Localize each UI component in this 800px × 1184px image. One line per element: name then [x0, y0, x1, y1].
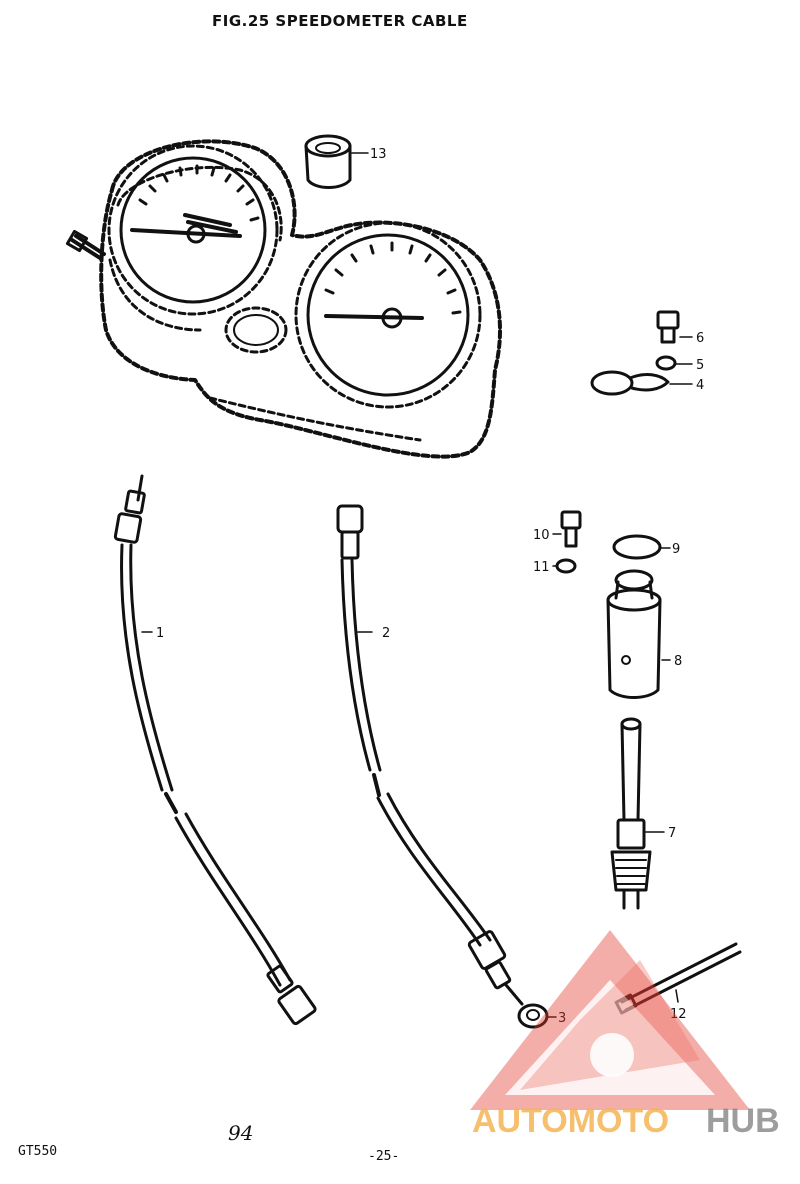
part-4-clamp [590, 370, 693, 396]
callout-10: 10 [533, 528, 550, 543]
part-1-cable [113, 474, 317, 1026]
part-5-washer [655, 355, 693, 371]
callout-5: 5 [696, 358, 704, 373]
callout-2: 2 [382, 626, 390, 641]
part-8-housing [606, 569, 671, 699]
watermark-text-part1: AUTOMOTO [472, 1102, 669, 1140]
callout-6: 6 [696, 331, 704, 346]
part-13-cap [304, 134, 369, 189]
callout-4: 4 [696, 378, 704, 393]
callout-1: 1 [156, 626, 164, 641]
part-3-nut [517, 1003, 557, 1029]
speedometer-dial [306, 233, 470, 397]
part-2-cable [336, 504, 524, 1006]
footer-page-number: -25- [368, 1149, 399, 1164]
watermark-logo [470, 930, 750, 1110]
callout-7: 7 [668, 826, 676, 841]
callout-12: 12 [670, 1007, 687, 1022]
watermark-text-part2: HUB [706, 1102, 780, 1140]
footer-handwritten-number: 94 [228, 1121, 253, 1145]
part-6-bolt [656, 310, 693, 344]
part-7-shaft [610, 717, 665, 910]
instrument-cluster [65, 139, 502, 459]
part-10-bolt [552, 510, 582, 548]
callout-11: 11 [533, 560, 550, 575]
callout-8: 8 [674, 654, 682, 669]
tachometer-dial [119, 156, 267, 304]
callout-13: 13 [370, 147, 387, 162]
callout-3: 3 [558, 1011, 566, 1026]
part-11-washer [552, 558, 577, 574]
figure-title: FIG.25 SPEEDOMETER CABLE [212, 12, 468, 30]
callout-9: 9 [672, 542, 680, 557]
footer-model: GT550 [18, 1144, 57, 1159]
part-9-o-ring [612, 534, 671, 560]
